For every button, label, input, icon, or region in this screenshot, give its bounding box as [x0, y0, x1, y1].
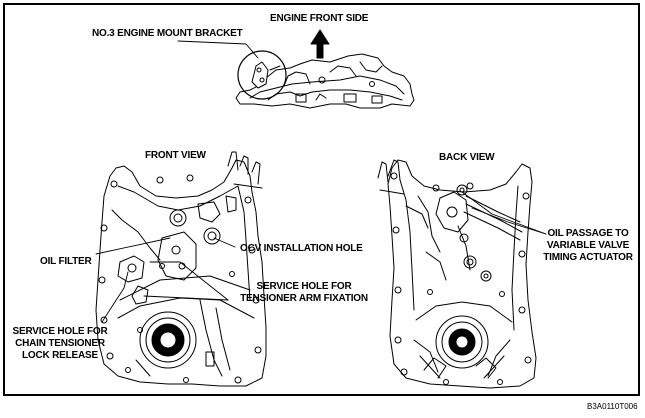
diagram-frame — [3, 3, 640, 396]
top-view-cover — [235, 50, 415, 109]
service-hole-tensioner-line-1: SERVICE HOLE FOR — [256, 281, 352, 292]
figure-code: B3A0110T006 — [587, 402, 638, 411]
service-hole-chain-line-1: SERVICE HOLE FOR — [12, 326, 108, 337]
oil-filter-label: OIL FILTER — [40, 256, 92, 267]
service-hole-chain-line-3: LOCK RELEASE — [22, 350, 98, 361]
back-view-label: BACK VIEW — [439, 152, 495, 163]
back-view-cover — [377, 159, 537, 389]
leader-service-chain — [101, 271, 129, 323]
leader-mount-bracket — [177, 40, 259, 59]
front-direction-arrow — [310, 29, 330, 59]
oil-passage-line-3: TIMING ACTUATOR — [543, 252, 633, 263]
leader-service-tensioner-2 — [143, 295, 229, 301]
engine-front-side-label: ENGINE FRONT SIDE — [270, 13, 369, 24]
leader-oil-passage-1 — [461, 191, 547, 235]
oil-passage-line-1: OIL PASSAGE TO — [547, 228, 629, 239]
service-hole-tensioner-line-2: TENSIONER ARM FIXATION — [240, 293, 368, 304]
leader-ocv-hole — [213, 237, 236, 248]
service-hole-chain-line-2: CHAIN TENSIONER — [15, 338, 105, 349]
mount-bracket-label: NO.3 ENGINE MOUNT BRACKET — [92, 28, 243, 39]
front-view-cover — [95, 151, 267, 387]
leader-service-tensioner — [149, 261, 229, 301]
leader-oil-filter — [95, 237, 171, 255]
front-view-label: FRONT VIEW — [145, 150, 206, 161]
oil-passage-line-2: VARIABLE VALVE — [546, 240, 630, 251]
ocv-installation-hole-label: OCV INSTALLATION HOLE — [240, 243, 363, 254]
leader-oil-passage-2 — [471, 207, 547, 235]
leader-lines — [95, 40, 547, 323]
